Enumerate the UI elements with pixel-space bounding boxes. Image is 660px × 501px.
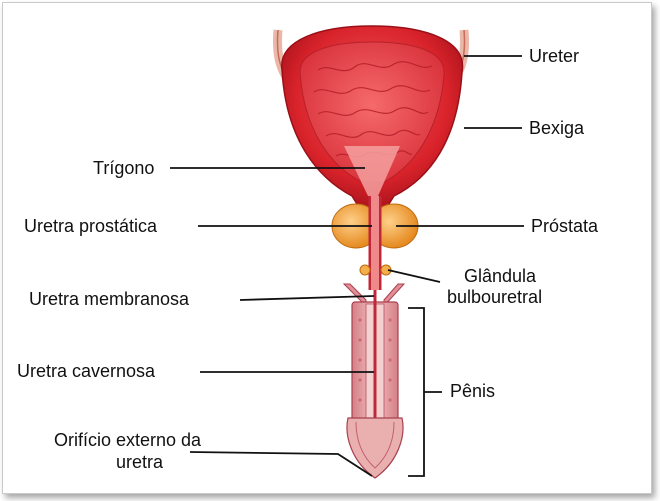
label-orificio-line1: Orifício externo da	[54, 430, 202, 450]
leader-glandula	[387, 269, 441, 283]
label-uretra-membranosa: Uretra membranosa	[29, 289, 190, 309]
penis-bracket	[408, 307, 425, 477]
label-ureter: Ureter	[529, 46, 580, 66]
label-orificio-line2: uretra	[116, 452, 164, 472]
bladder	[281, 25, 464, 213]
label-glandula-line1: Glândula	[464, 266, 537, 286]
bulbourethral-glands	[359, 264, 392, 276]
label-bexiga: Bexiga	[529, 118, 585, 138]
urethra-lumen-proximal	[371, 196, 379, 290]
label-prostata: Próstata	[531, 216, 599, 236]
label-trigono: Trígono	[93, 158, 155, 178]
label-uretra-prostatica: Uretra prostática	[24, 216, 158, 236]
label-penis: Pênis	[450, 381, 496, 401]
glans	[346, 417, 404, 479]
label-glandula-line2: bulbouretral	[447, 287, 543, 307]
trigone-area	[344, 146, 400, 196]
leader-orificio	[189, 451, 373, 477]
leader-uretra-membranosa	[239, 295, 375, 301]
leader-lines	[170, 55, 524, 477]
urethra-proximal	[368, 196, 382, 290]
penis	[342, 283, 406, 479]
label-uretra-cavernosa: Uretra cavernosa	[17, 361, 156, 381]
